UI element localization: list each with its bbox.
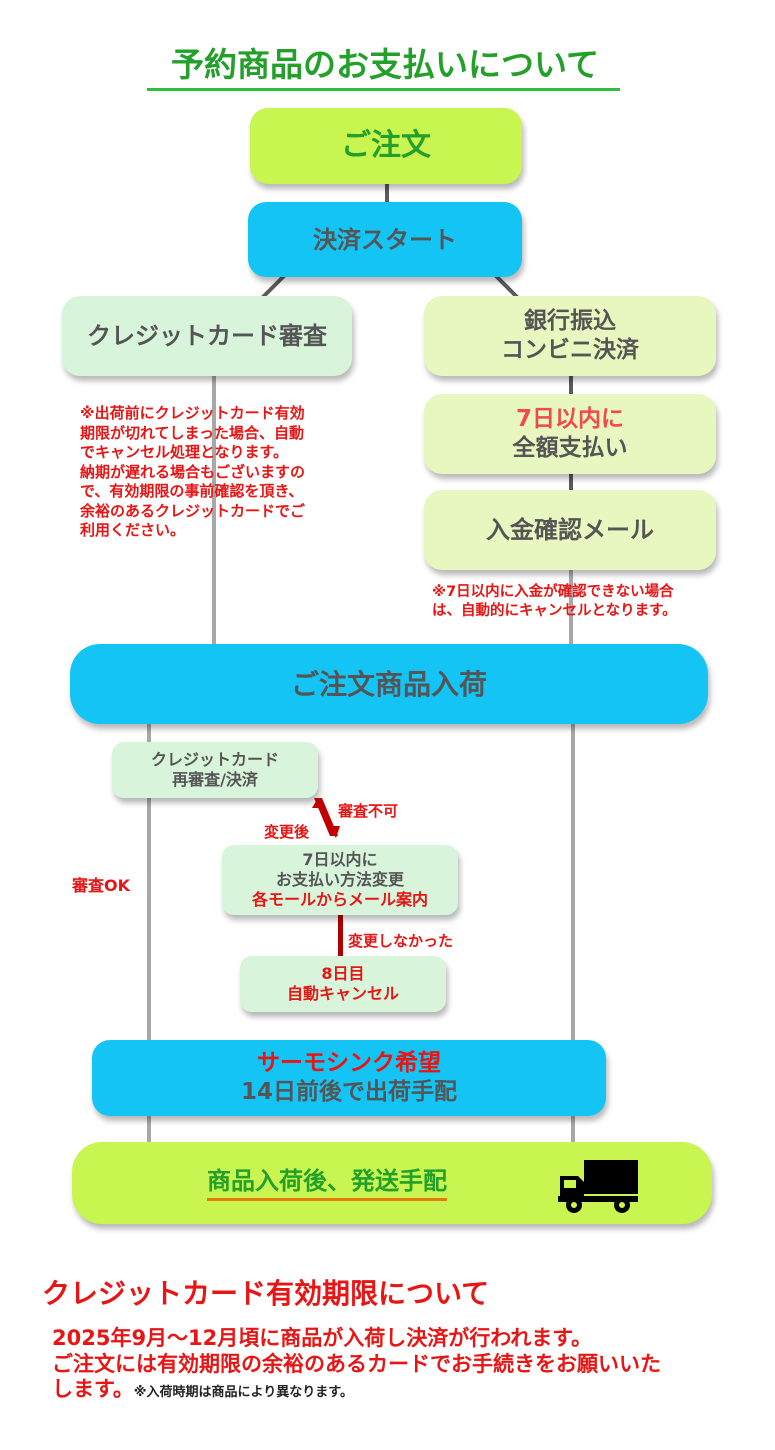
convenience-label: コンビニ決済: [501, 337, 639, 363]
expiry-line: 2025年9月～12月頃に商品が入荷し決済が行われます。: [52, 1326, 593, 1350]
credit-note-line: 納期が遅れる場合もございますの: [80, 462, 306, 481]
full-payment-label: 全額支払い: [512, 435, 628, 461]
bank-convenience-box: 銀行振込 コンビニ決済: [424, 296, 716, 376]
credit-note-line: 期限が切れてしまった場合、自動: [80, 423, 304, 442]
deposit-mail-label: 入金確認メール: [486, 516, 654, 544]
mall-mail-label: 各モールからメール案内: [251, 890, 428, 909]
thermosink-box: サーモシンク希望 14日前後で出荷手配: [92, 1040, 606, 1116]
within-7days-box: 7日以内に 全額支払い: [424, 394, 716, 474]
rereview-label: クレジットカード: [150, 750, 279, 769]
connector-change-cancel: [338, 914, 343, 956]
credit-expiry-note: ※出荷前にクレジットカード有効 期限が切れてしまった場合、自動 でキャンセル処理…: [80, 404, 380, 541]
arrival-label: ご注文商品入荷: [290, 667, 487, 701]
title-underline: [147, 88, 620, 91]
bank-note-line: は、自動的にキャンセルとなります。: [432, 602, 677, 619]
review-ng-arrow-icon: [312, 798, 340, 838]
review-ok-label: 審査OK: [72, 876, 131, 895]
arrival-time-note: ※入荷時期は商品により異なります。: [133, 1385, 353, 1401]
bank-cancel-note: ※7日以内に入金が確認できない場合 は、自動的にキャンセルとなります。: [432, 583, 752, 621]
connector-order: [385, 182, 389, 206]
expiry-text: 2025年9月～12月頃に商品が入荷し決済が行われます。 ご注文には有効期限の余…: [52, 1326, 752, 1403]
review-ng-label: 審査不可: [338, 802, 399, 820]
payment-change-box: 7日以内に お支払い方法変更 各モールからメール案内: [222, 845, 458, 915]
credit-review-box: クレジットカード審査: [62, 296, 352, 376]
payment-start-label: 決済スタート: [313, 225, 457, 254]
auto-cancel-label: 自動キャンセル: [286, 984, 399, 1003]
within-7days-label: 7日以内に: [515, 406, 624, 433]
credit-note-line: ※出荷前にクレジットカード有効: [80, 404, 305, 422]
expiry-line-end: します。: [52, 1377, 134, 1402]
change-days-label: 7日以内に: [302, 850, 378, 869]
payment-start-box: 決済スタート: [248, 202, 522, 277]
order-label: ご注文: [341, 128, 431, 164]
connector-branch: [260, 273, 520, 300]
connector-credit-left: [212, 376, 216, 648]
credit-note-line: でキャンセル処理となります。: [80, 443, 289, 461]
deposit-mail-box: 入金確認メール: [424, 490, 716, 570]
thermosink-label: サーモシンク希望: [257, 1050, 441, 1077]
bank-note-line: ※7日以内に入金が確認できない場合: [432, 584, 674, 600]
expiry-line: ご注文には有効期限の余裕のあるカードでお手続きをお願いいた: [52, 1351, 661, 1376]
connector-ok-left: [147, 722, 151, 1144]
connector-bank: [569, 376, 573, 398]
order-box: ご注文: [250, 108, 522, 184]
credit-note-line: 余裕のあるクレジットカードでご: [80, 501, 306, 520]
page-title: 予約商品のお支払いについて: [170, 45, 599, 84]
after-change-label: 変更後: [264, 823, 310, 841]
rereview-sub-label: 再審査/決済: [172, 770, 258, 789]
change-method-label: お支払い方法変更: [275, 870, 404, 889]
arrival-box: ご注文商品入荷: [70, 644, 708, 724]
rereview-box: クレジットカード 再審査/決済: [112, 742, 318, 798]
credit-note-line: 利用ください。: [80, 521, 186, 539]
credit-review-label: クレジットカード審査: [87, 322, 327, 350]
connector-7days: [569, 472, 573, 494]
not-changed-label: 変更しなかった: [348, 932, 454, 950]
day8-label: 8日目: [321, 964, 365, 983]
thermosink-ship-label: 14日前後で出荷手配: [240, 1079, 457, 1105]
credit-note-line: で、有効期限の事前確認を頂き、: [80, 482, 304, 500]
credit-expiry-heading: クレジットカード有効期限について: [42, 1277, 490, 1310]
shipping-label: 商品入荷後、発送手配: [207, 1166, 447, 1201]
expiry-line-last: します。※入荷時期は商品により異なります。: [52, 1377, 752, 1403]
bank-label: 銀行振込: [524, 308, 616, 335]
truck-icon: [558, 1160, 638, 1213]
connector-right-long: [571, 722, 575, 1144]
auto-cancel-box: 8日目 自動キャンセル: [240, 956, 446, 1012]
connector-bank-right: [569, 568, 573, 648]
